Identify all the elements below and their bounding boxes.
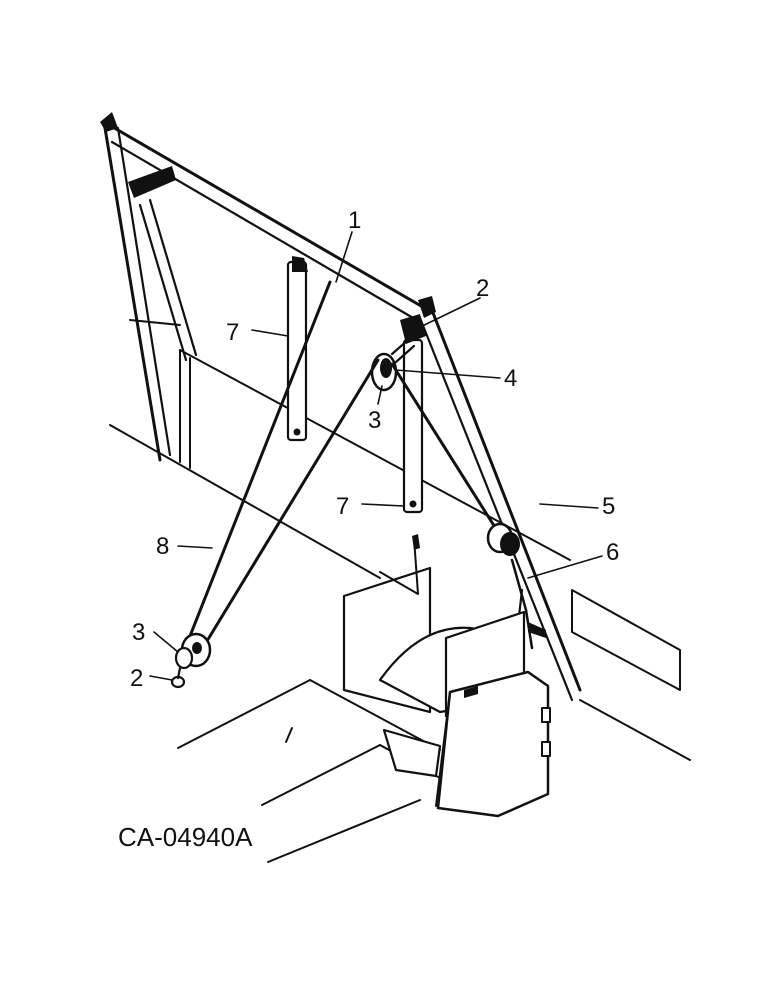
callout-5: 5 xyxy=(602,493,615,520)
drawing-code: CA-04940A xyxy=(118,822,253,852)
lower-pulley-assembly xyxy=(170,632,212,689)
upper-pulley-assembly xyxy=(370,314,426,392)
callout-4: 4 xyxy=(504,365,517,392)
callout-6: 6 xyxy=(606,539,619,566)
cable xyxy=(188,280,500,648)
callouts: 1 2 4 3 7 7 5 6 8 3 2 xyxy=(130,207,619,692)
callout-7-top: 7 xyxy=(226,319,239,346)
leader-lines xyxy=(149,231,603,681)
callout-2-bottom: 2 xyxy=(130,665,143,692)
upper-frame xyxy=(100,112,582,702)
hanger-strap-left xyxy=(286,256,308,442)
hanger-strap-right xyxy=(402,338,424,514)
discharge-box xyxy=(342,534,551,818)
callout-3-top: 3 xyxy=(368,407,381,434)
callout-7-bottom: 7 xyxy=(336,493,349,520)
callout-1: 1 xyxy=(348,207,361,234)
callout-3-bottom: 3 xyxy=(132,619,145,646)
callout-2-top: 2 xyxy=(476,275,489,302)
callout-8: 8 xyxy=(156,533,169,560)
